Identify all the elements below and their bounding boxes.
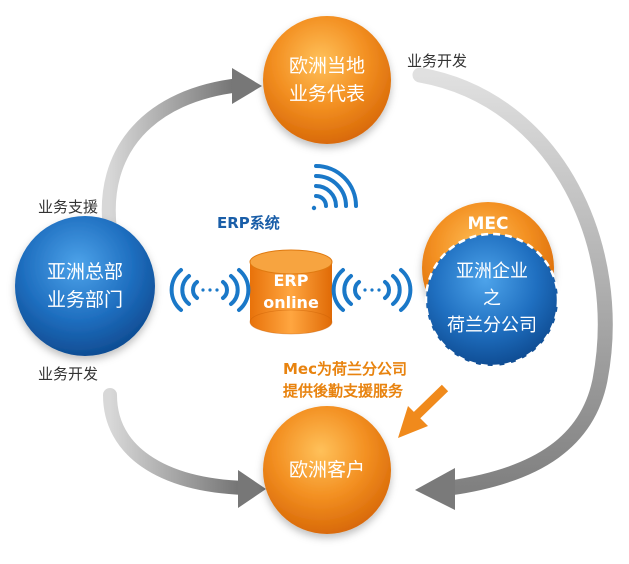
erp-line1: ERP: [273, 271, 309, 290]
erp-line2: online: [263, 293, 319, 312]
mec-line1: 亚洲企业: [456, 261, 528, 282]
mec-note: Mec为荷兰分公司 提供後勤支援服务: [283, 358, 407, 402]
eu-customer-label: 欧洲客户: [287, 456, 367, 484]
arrow-right-down: [412, 67, 613, 510]
mec-line3: 荷兰分公司: [447, 315, 537, 336]
eu-rep-line1: 欧洲当地: [288, 55, 365, 77]
erp-caption: ERP系统: [217, 214, 280, 232]
mec-badge: MEC: [458, 210, 518, 238]
mec-badge-text: MEC: [467, 214, 509, 234]
arrow-top-left: [101, 68, 262, 237]
wireless-signal-top-icon: [311, 164, 358, 211]
mec-note-line2: 提供後勤支援服务: [283, 382, 404, 400]
arrow-mec-to-customer: [398, 384, 449, 438]
mec-label: 亚洲企业 之 荷兰分公司: [437, 258, 547, 339]
wireless-signal-right-icon: [331, 268, 413, 312]
erp-label: ERP online: [251, 270, 331, 314]
eu-rep-circle: [263, 16, 391, 144]
label-biz-dev-left: 业务开发: [38, 365, 99, 383]
mec-front-circle: [424, 232, 560, 368]
label-biz-dev-top: 业务开发: [407, 52, 468, 70]
asia-hq-circle: [15, 216, 155, 356]
erp-database-icon: [249, 249, 333, 335]
wireless-signal-left-icon: [169, 268, 251, 312]
asia-hq-line2: 业务部门: [46, 289, 123, 311]
eu-rep-label: 欧洲当地 业务代表: [287, 52, 367, 108]
eu-customer-circle: [263, 406, 391, 534]
eu-customer-line1: 欧洲客户: [288, 459, 365, 481]
eu-rep-line2: 业务代表: [288, 83, 365, 105]
asia-hq-label: 亚洲总部 业务部门: [45, 258, 125, 314]
label-biz-support: 业务支援: [38, 198, 99, 216]
mec-line2: 之: [483, 288, 501, 309]
asia-hq-line1: 亚洲总部: [46, 261, 123, 283]
arrow-bottom-left: [103, 388, 266, 508]
mec-note-line1: Mec为荷兰分公司: [283, 360, 407, 378]
